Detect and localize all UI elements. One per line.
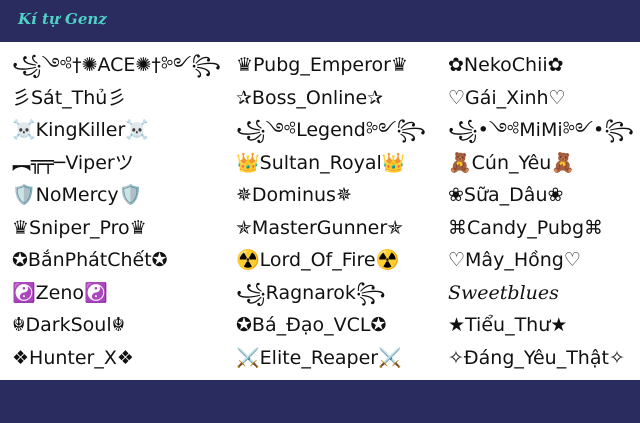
name-item[interactable]: 🛡️NoMercy🛡️ <box>12 184 143 206</box>
name-item[interactable]: ☬DarkSoul☬ <box>12 314 126 336</box>
name-item[interactable]: 👑Sultan_Royal👑 <box>236 151 406 174</box>
header-bar: Kí tự Genz <box>0 0 640 42</box>
name-item[interactable]: ☢️Lord_Of_Fire☢️ <box>236 249 400 271</box>
name-item[interactable]: ⚔️Elite_Reaper⚔️ <box>236 346 402 369</box>
name-item[interactable]: ♡Gái_Xinh♡ <box>448 86 566 109</box>
name-item[interactable]: Sweetblues <box>448 281 559 304</box>
names-column-3: ✿NekoChii✿ ♡Gái_Xinh♡ ꧁•༺MiMi༻•꧂ 🧸Cún_Yê… <box>448 50 638 375</box>
name-item[interactable]: ︻╦╤─Viperツ <box>12 151 134 174</box>
page-title: Kí tự Genz <box>18 10 107 28</box>
name-item[interactable]: ★Tiểu_Thư★ <box>448 314 568 336</box>
name-item[interactable]: ♛Pubg_Emperor♛ <box>236 54 408 76</box>
name-item[interactable]: ✵Dominus✵ <box>236 184 352 206</box>
name-item[interactable]: ✪Bá_Đạo_VCL✪ <box>236 314 387 336</box>
footer-bar <box>0 380 640 423</box>
name-item[interactable]: ꧁༺Legend༻꧂ <box>236 119 426 141</box>
name-item[interactable]: ✰Boss_Online✰ <box>236 86 384 109</box>
name-item[interactable]: ✯MasterGunner✯ <box>236 216 404 239</box>
name-item[interactable]: 彡Sát_Thủ彡 <box>12 86 127 109</box>
name-item[interactable]: ✧Đáng_Yêu_Thật✧ <box>448 346 625 369</box>
name-item[interactable]: ☠️KingKiller☠️ <box>12 119 149 141</box>
names-column-1: ꧁༺†✺ACE✺†༻꧂ 彡Sát_Thủ彡 ☠️KingKiller☠️ ︻╦╤… <box>12 50 234 375</box>
name-item[interactable]: 🧸Cún_Yêu🧸 <box>448 151 575 174</box>
name-item[interactable]: ꧁Ragnarok꧂ <box>236 281 386 304</box>
name-item[interactable]: ❖Hunter_X❖ <box>12 346 134 369</box>
names-column-2: ♛Pubg_Emperor♛ ✰Boss_Online✰ ꧁༺Legend༻꧂ … <box>236 50 446 375</box>
name-item[interactable]: ☯️Zeno☯️ <box>12 281 108 304</box>
names-panel: ꧁༺†✺ACE✺†༻꧂ 彡Sát_Thủ彡 ☠️KingKiller☠️ ︻╦╤… <box>0 42 640 380</box>
name-item[interactable]: ✿NekoChii✿ <box>448 54 564 76</box>
name-item[interactable]: ♡Mây_Hồng♡ <box>448 249 581 271</box>
name-item[interactable]: ꧁༺†✺ACE✺†༻꧂ <box>12 54 221 76</box>
name-item[interactable]: ♛Sniper_Pro♛ <box>12 216 147 239</box>
name-item[interactable]: ⌘Candy_Pubg⌘ <box>448 216 604 239</box>
name-item[interactable]: ❀Sữa_Dâu❀ <box>448 184 564 206</box>
name-item[interactable]: ꧁•༺MiMi༻•꧂ <box>448 119 634 141</box>
name-item[interactable]: ✪BắnPhátChết✪ <box>12 249 168 271</box>
